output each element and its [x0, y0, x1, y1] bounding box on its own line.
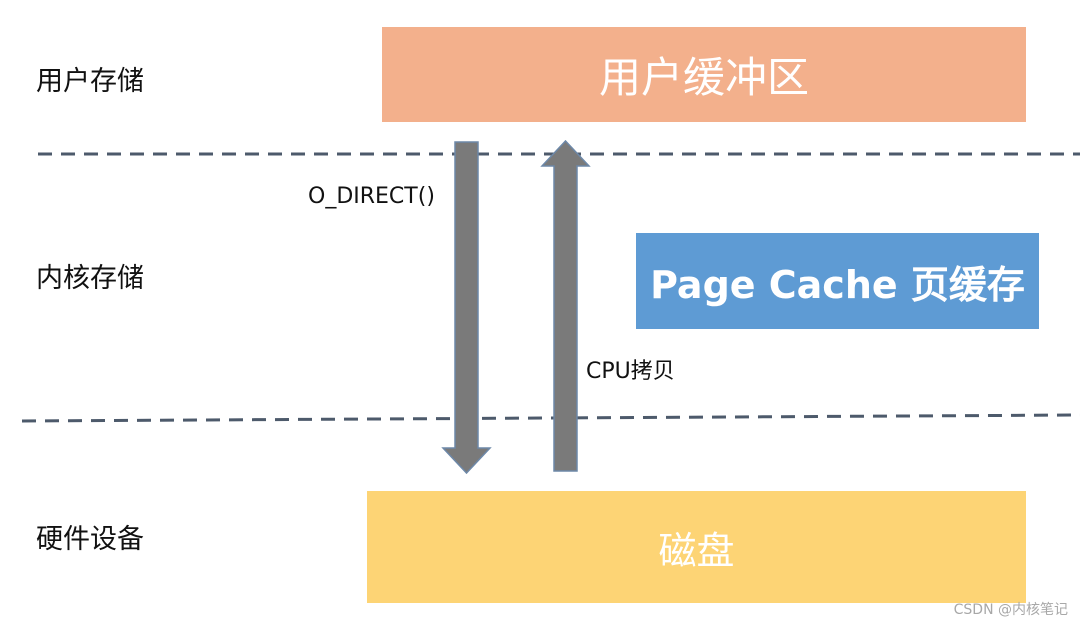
cpu-copy-label: CPU拷贝	[586, 359, 675, 384]
direct-io-down-arrow	[441, 141, 492, 475]
disk-box: 磁盘	[367, 491, 1026, 603]
layer-label-kernel: 内核存储	[36, 263, 144, 294]
layer-label-user: 用户存储	[36, 66, 144, 97]
cpu-copy-up-arrow	[540, 139, 591, 472]
direct-io-label: O_DIRECT()	[308, 184, 435, 209]
page-cache-box: Page Cache 页缓存	[636, 233, 1039, 329]
user-buffer-box: 用户缓冲区	[382, 27, 1026, 122]
layer-label-hardware: 硬件设备	[36, 524, 144, 555]
kernel-hardware-divider	[21, 413, 1080, 423]
watermark: CSDN @内核笔记	[953, 602, 1068, 618]
